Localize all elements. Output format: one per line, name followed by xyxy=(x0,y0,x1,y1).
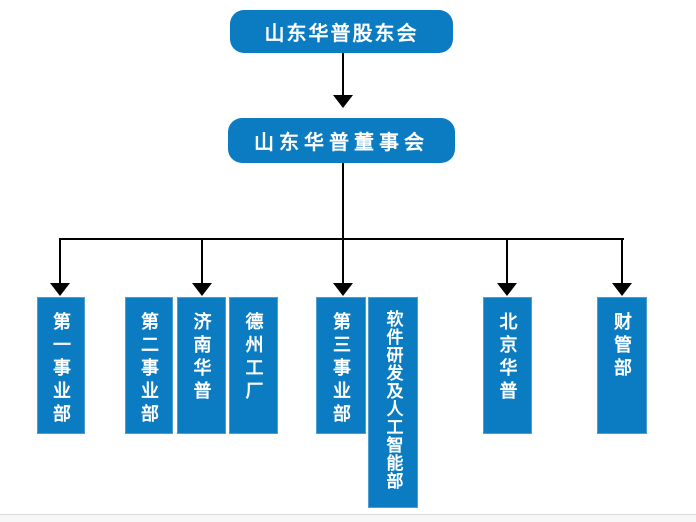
arrow-down-icon xyxy=(497,283,517,296)
dept-box-dezhou-factory: 德州工厂 xyxy=(229,297,278,434)
arrow-down-icon xyxy=(612,283,632,296)
dept-box-business-unit-3: 第三事业部 xyxy=(316,297,366,434)
arrow-down-icon xyxy=(192,283,212,296)
dept-label: 财管部 xyxy=(612,312,632,381)
connector-board-to-bus xyxy=(342,163,344,240)
dept-label: 济南华普 xyxy=(191,312,212,404)
node-board-of-directors-label: 山东华普董事会 xyxy=(254,132,429,154)
dept-box-business-unit-1: 第一事业部 xyxy=(37,297,85,434)
connector-branch-2 xyxy=(201,240,203,284)
page-footer-divider xyxy=(0,514,696,522)
node-shareholders-meeting: 山东华普股东会 xyxy=(230,10,453,53)
connector-branch-1 xyxy=(59,240,61,284)
dept-box-finance: 财管部 xyxy=(597,297,647,434)
dept-label: 德州工厂 xyxy=(243,312,264,404)
arrow-down-icon xyxy=(50,283,70,296)
connector-branch-3 xyxy=(342,240,344,284)
dept-box-business-unit-2: 第二事业部 xyxy=(125,297,173,434)
arrow-down-icon xyxy=(333,95,353,108)
dept-box-beijing-huapu: 北京华普 xyxy=(483,297,532,434)
dept-label: 第三事业部 xyxy=(331,312,351,427)
dept-box-software-ai: 软件研发及人工智能部 xyxy=(368,297,418,508)
node-board-of-directors: 山东华普董事会 xyxy=(228,118,455,163)
dept-label: 第一事业部 xyxy=(51,312,71,427)
connector-branch-5 xyxy=(621,240,623,284)
arrow-down-icon xyxy=(333,283,353,296)
dept-label: 北京华普 xyxy=(497,312,518,404)
dept-label: 第二事业部 xyxy=(139,312,159,427)
connector-branch-4 xyxy=(506,240,508,284)
connector-bus-line xyxy=(59,238,624,240)
node-shareholders-meeting-label: 山东华普股东会 xyxy=(264,23,419,45)
connector-root-to-board xyxy=(342,53,344,97)
dept-box-jinan-huapu: 济南华普 xyxy=(177,297,226,434)
dept-label: 软件研发及人工智能部 xyxy=(383,310,403,490)
